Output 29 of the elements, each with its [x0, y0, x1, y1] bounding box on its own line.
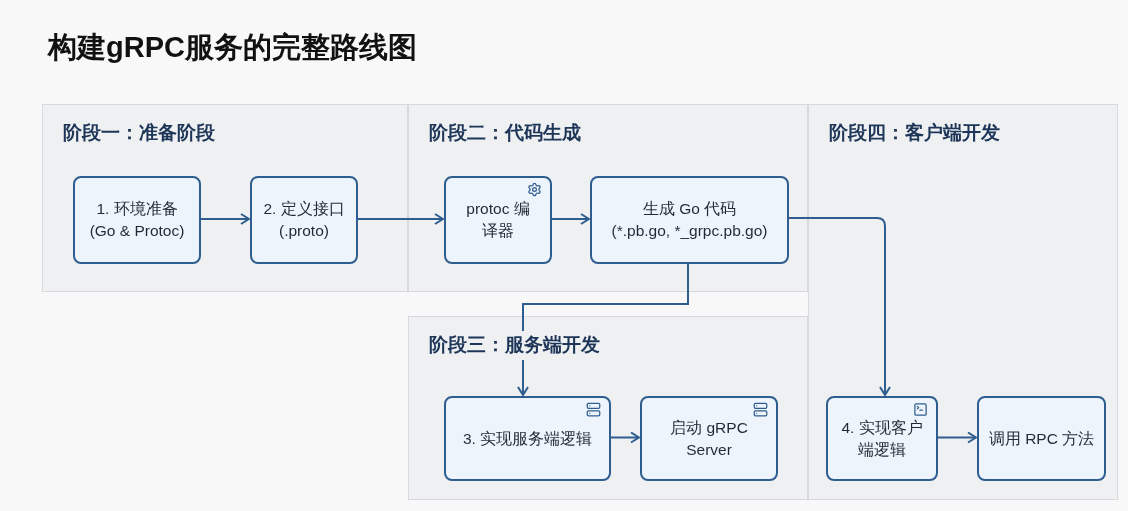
- arrow: [199, 213, 250, 225]
- process-box: [73, 176, 201, 264]
- step-label: 1. 环境准备 (Go & Protoc): [88, 199, 186, 241]
- diagram-title: 构建gRPC服务的完整路线图: [48, 30, 417, 65]
- step-label: 生成 Go 代码 (*.pb.go, *_grpc.pb.go): [610, 199, 769, 241]
- stage-panel: [808, 104, 1118, 500]
- step-label: 调用 RPC 方法: [987, 428, 1096, 449]
- arrow: [550, 213, 590, 225]
- arrow: [356, 213, 444, 225]
- process-box: [250, 176, 358, 264]
- stage-heading: 阶段三：服务端开发: [429, 331, 600, 360]
- step-label: 启动 gRPC Server: [669, 417, 749, 460]
- stage-panel: [408, 316, 808, 500]
- process-box: [590, 176, 789, 264]
- process-box: [444, 396, 611, 481]
- process-box: [640, 396, 778, 481]
- arrow: [787, 217, 891, 396]
- stage-panel: [42, 104, 408, 292]
- process-box: [826, 396, 938, 481]
- step-label: protoc 编译器: [465, 199, 531, 241]
- step-label: 4. 实现客户端逻辑: [840, 417, 924, 460]
- process-box: [444, 176, 552, 264]
- step-label: 2. 定义接口 (.proto): [262, 199, 346, 241]
- process-box: [977, 396, 1106, 481]
- arrow: [517, 262, 689, 396]
- arrow: [609, 431, 640, 444]
- stage-panel: [408, 104, 808, 292]
- arrow: [936, 431, 977, 444]
- step-label: 3. 实现服务端逻辑: [461, 428, 594, 449]
